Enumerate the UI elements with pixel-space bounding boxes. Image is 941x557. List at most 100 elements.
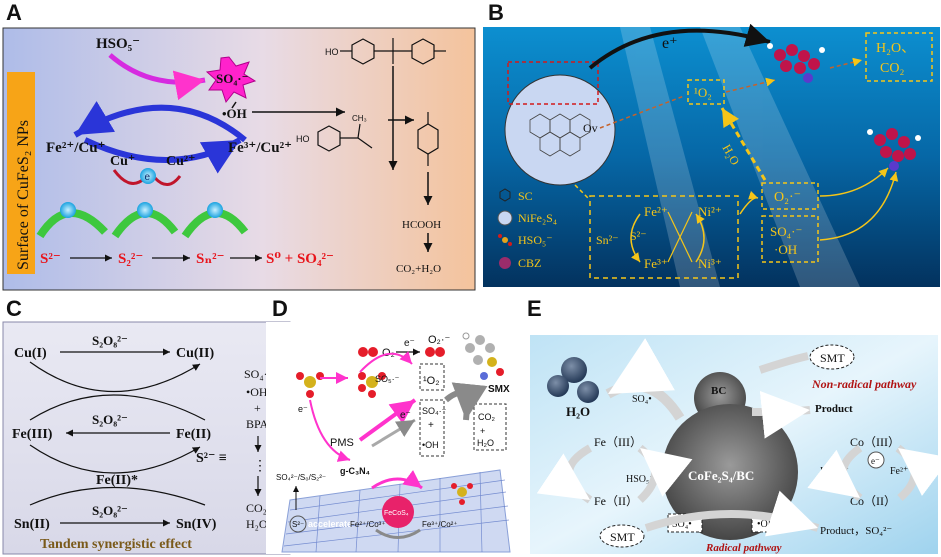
products-co2: CO₂ [880, 61, 904, 76]
fe2-cu1-label: Fe²⁺/Cu⁺ [46, 140, 106, 156]
c-side-bpa: BPA [246, 417, 269, 431]
panel-e: H₂O •OH SO₄• BC CoFe₂S₄/BC SMT Non-radic… [530, 335, 941, 554]
singlet-to-cbz-arrow [725, 77, 776, 93]
bpa-structure [340, 38, 446, 65]
hso5-label: HSO₅⁻ [96, 36, 140, 52]
c-side-list: SO₄·⁻/ •OH + BPA ⋮ CO₂ H₂O [244, 367, 278, 531]
e-nonradical-label: Non-radical pathway [811, 377, 917, 391]
legend-sc: SC [518, 189, 533, 203]
d-big-pink-arrow [358, 398, 417, 442]
smx-label: SMX [488, 384, 510, 395]
surface-band [7, 72, 35, 274]
d-singlet-label: ¹O₂ [423, 375, 440, 387]
d-products-box [473, 403, 507, 451]
e-radical-arrow [644, 490, 820, 537]
oh-label: ·OH [774, 242, 797, 257]
d-e-top: e⁻ [404, 338, 415, 349]
panel-b: Ov e⁺ H₂O、 CO₂ ¹O₂ H₂O Fe²⁺ Ni²⁺ Fe³⁺ Ni… [483, 23, 940, 287]
e-co-cycle-right [895, 444, 941, 502]
superoxide-box [761, 182, 819, 210]
e-nonrad-arrow-bottom [751, 390, 811, 439]
pms-to-singlet-arrow [359, 351, 413, 373]
c-fe2: Fe(II) [176, 427, 211, 442]
panel-label-a: A [6, 0, 22, 25]
ipp-ch3: CH₃ [352, 114, 367, 123]
panel-d: O₂ e⁻ O₂·⁻ SMX SO₅·⁻ e⁻ ¹O₂ S [266, 322, 513, 554]
d-left-label: SO₄²⁻/S₀/S₂²⁻ [276, 473, 326, 482]
legend-cbz: CBZ [518, 256, 541, 270]
d-fecu-label: Fe²⁺/Co³⁺ [350, 520, 386, 529]
c-s2o8-3: S₂O₈²⁻ [92, 503, 128, 518]
electron-label-top: e [145, 172, 151, 183]
c-side-co2: CO₂ [246, 501, 267, 515]
c-side-oh: •OH [246, 385, 268, 399]
e-smt-top: SMT [820, 351, 845, 365]
c-fe3: Fe(III) [12, 427, 53, 442]
so4-radical-label: SO₄·⁻ [216, 71, 248, 86]
d-s2-ball [289, 515, 307, 533]
c-footer: Tandem synergistic effect [40, 537, 192, 552]
cycle-arrow-right [695, 213, 705, 263]
e-product-top: Product [815, 403, 853, 415]
cycle-ni2: Ni²⁺ [698, 204, 722, 219]
d-fecos-core [382, 496, 414, 528]
c-s2o8-1: S₂O₈²⁻ [92, 333, 128, 348]
bpa-ho-left: HO [325, 47, 339, 57]
e-smt-bottom: SMT [610, 530, 635, 544]
d-s2-label: S²⁻ [292, 520, 304, 529]
d-h2o: H₂O [477, 438, 494, 448]
pms-molecule-top [358, 372, 386, 398]
singlet-oxygen-label: ¹O₂ [694, 85, 712, 100]
e-smt-top-ellipse [809, 344, 855, 370]
cycle-s2: S²⁻ [630, 229, 647, 243]
co2-h2o-label: CO₂+H₂O [396, 263, 441, 275]
cycle-sn: Sn²⁻ [596, 233, 619, 247]
legend-hso5-icon [502, 237, 508, 243]
panel-label-b: B [488, 0, 504, 25]
d-core-label: FeCoS₄ [384, 510, 409, 517]
e-product-bottom: Product，SO₄²⁻ [820, 525, 892, 537]
legend-sc-icon [499, 188, 511, 202]
c-sn2: Sn(II) [14, 517, 50, 532]
panel-c: Cu(I) Cu(II) S₂O₈²⁻ Fe(III) Fe(II) S₂O₈²… [2, 321, 291, 555]
d-accelerate: accelerate [308, 519, 352, 529]
e-nonrad-arrow-top [758, 352, 809, 374]
e-radical-label: Radical pathway [705, 542, 782, 554]
legend-nife2s4: NiFe₂S₄ [518, 211, 557, 225]
e-h2o-label: H₂O [566, 404, 590, 419]
fe3-to-fe2-arrow [73, 101, 247, 143]
electron-icon-3 [207, 202, 223, 218]
panel-label-c: C [6, 296, 22, 321]
d-radicals-box [419, 399, 445, 457]
fe2-to-fe3-arrow [83, 137, 242, 174]
sc-hexagon-sheet [529, 113, 591, 157]
e-fe2: Fe（II） [594, 494, 638, 508]
panel-label-e: E [527, 296, 542, 321]
hydroxyl-label: •OH [222, 106, 247, 121]
light-rays [620, 27, 860, 287]
e-fe-cycle-right [637, 444, 693, 503]
chain-s2: S²⁻ [40, 251, 61, 267]
ipp-ho: HO [296, 134, 310, 144]
ov-label: Ov [583, 121, 598, 135]
electron-transfer-arrow [588, 23, 771, 70]
e-fe3: Fe（III） [594, 435, 642, 449]
electron-icon-1 [60, 202, 76, 218]
e-so4-top: SO₄• [632, 394, 652, 405]
c-cu2: Cu(II) [176, 346, 214, 361]
chain-sn2: Sₙ²⁻ [196, 251, 225, 267]
h2o-atom-1 [561, 357, 587, 383]
d-core-cycle [375, 528, 421, 539]
eplus-label: e⁺ [662, 35, 678, 52]
e-co2: Co（II） [850, 494, 896, 508]
singlet-oxygen-box [687, 79, 725, 105]
cbz-molecule-right [867, 128, 921, 171]
cbz-to-products-arrow [829, 57, 863, 69]
nife2s4-particle [504, 74, 616, 186]
o2-atom-2 [368, 347, 378, 357]
d-o2rad-label: O₂·⁻ [428, 334, 450, 346]
legend-cbz-icon [499, 257, 511, 269]
c-fe-lower-arc [29, 444, 201, 474]
superoxide-to-cbz-arrow [819, 167, 889, 197]
